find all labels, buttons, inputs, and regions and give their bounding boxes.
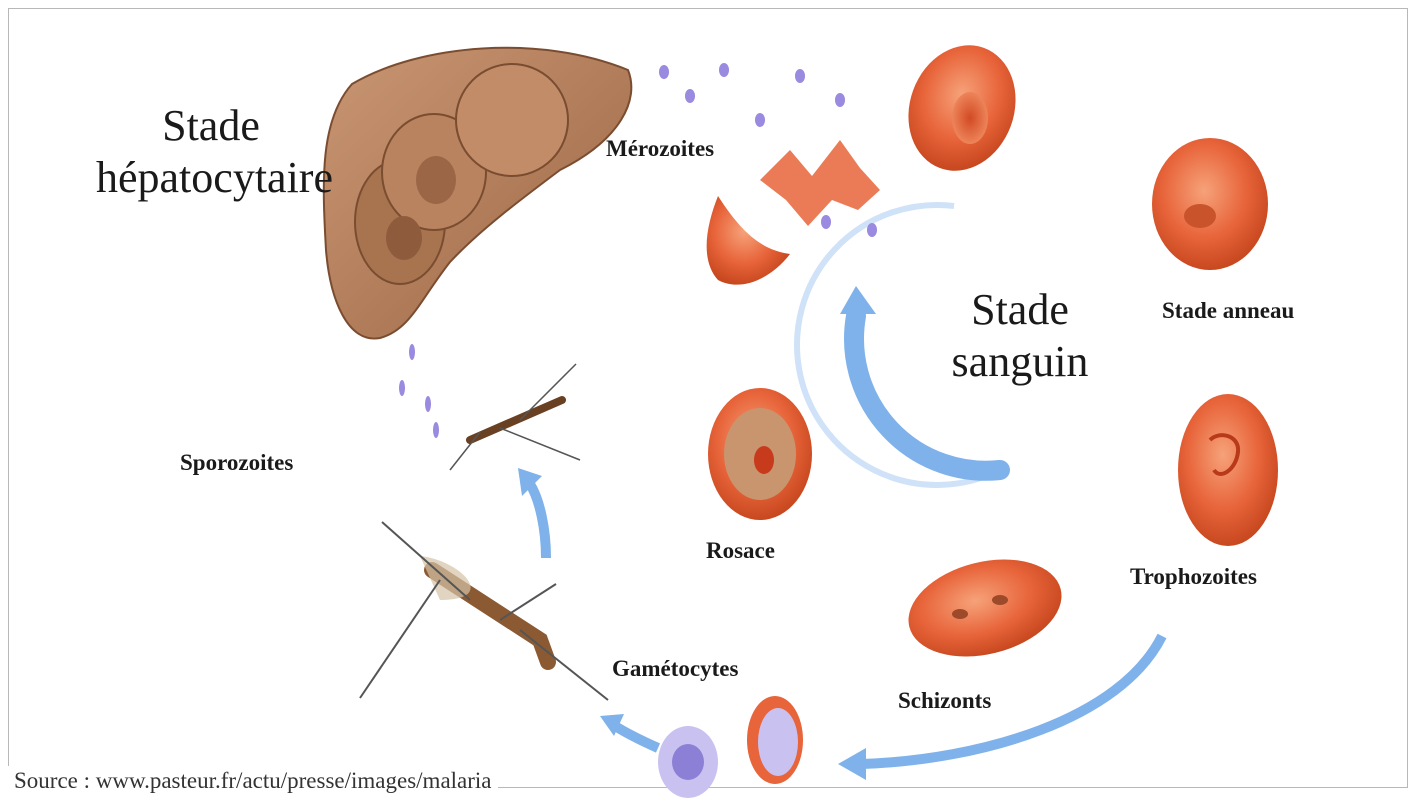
trophozoite-cell xyxy=(1178,394,1278,546)
blood-stage-line1: Stade xyxy=(920,284,1120,336)
liver-illustration xyxy=(324,48,632,339)
large-mosquito-icon xyxy=(360,522,608,700)
red-blood-cell-icon xyxy=(891,30,1033,186)
gametocytes-label: Gamétocytes xyxy=(612,656,738,682)
rosace-cell xyxy=(708,388,812,520)
mosquito-icon xyxy=(450,364,580,470)
gametocyte-cells xyxy=(658,696,803,798)
blood-stage-title: Stade sanguin xyxy=(920,284,1120,388)
merozoite-release xyxy=(707,140,880,285)
blood-stage-line2: sanguin xyxy=(920,336,1120,388)
sporozoites-label: Sporozoites xyxy=(180,450,293,476)
schizonts-label: Schizonts xyxy=(898,688,991,714)
merozoites-label: Mérozoites xyxy=(606,136,714,162)
gametocyte-to-mosquito-arrow xyxy=(600,714,658,748)
hepatic-stage-line1: Stade xyxy=(96,100,326,152)
mosquito-to-mosquito-arrow xyxy=(518,468,546,558)
trophozoites-label: Trophozoites xyxy=(1130,564,1257,590)
rosace-label: Rosace xyxy=(706,538,775,564)
source-caption: Source : www.pasteur.fr/actu/presse/imag… xyxy=(8,766,498,798)
schizont-to-gametocyte-arrow xyxy=(838,636,1162,780)
ring-stage-label: Stade anneau xyxy=(1162,298,1294,324)
hepatic-stage-title: Stade hépatocytaire xyxy=(96,100,326,204)
schizont-cell xyxy=(898,544,1072,671)
ring-stage-cell xyxy=(1152,138,1268,270)
hepatic-stage-line2: hépatocytaire xyxy=(96,152,326,204)
